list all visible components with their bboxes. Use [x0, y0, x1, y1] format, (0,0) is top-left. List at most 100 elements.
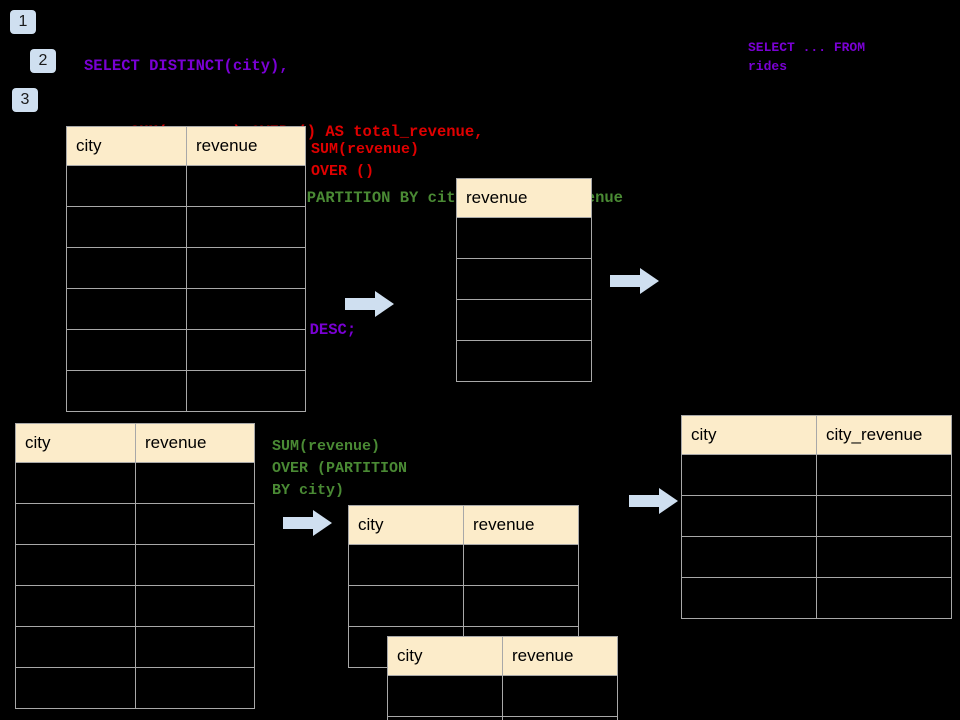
cell-revenue [186, 247, 306, 289]
cell-revenue [186, 206, 306, 248]
table-header-row: revenue [456, 178, 592, 218]
cell-city [15, 626, 136, 668]
partition-group-table-b: city revenue [387, 636, 618, 720]
sql-line-select: SELECT DISTINCT(city), [84, 57, 289, 75]
step-badge-2: 2 [30, 49, 56, 73]
step-badge-3: 3 [12, 88, 38, 112]
column-header-revenue: revenue [463, 505, 579, 545]
cell-revenue [135, 544, 255, 586]
cell-revenue [135, 667, 255, 709]
table-row [15, 626, 255, 668]
cell-city [66, 370, 187, 412]
cell-city [681, 577, 817, 619]
cell-revenue [186, 329, 306, 371]
table-row [66, 247, 306, 289]
cell-revenue [135, 626, 255, 668]
table-row [456, 299, 592, 341]
table-row [66, 165, 306, 207]
cell-city [681, 454, 817, 496]
cell-city [15, 667, 136, 709]
cell-revenue [135, 503, 255, 545]
cell-city [681, 536, 817, 578]
table-row [66, 370, 306, 412]
table-row [681, 454, 952, 496]
column-header-city: city [66, 126, 187, 166]
column-header-revenue: revenue [135, 423, 255, 463]
cell-city [66, 329, 187, 371]
cell-revenue [186, 370, 306, 412]
cell-city [681, 495, 817, 537]
cell-revenue [456, 340, 592, 382]
cell-city [66, 288, 187, 330]
table-row [348, 544, 579, 586]
column-header-city: city [387, 636, 503, 676]
rides-partition-source-table: city revenue [15, 423, 255, 709]
column-header-revenue: revenue [456, 178, 592, 218]
partition-group-table-a: city revenue [348, 505, 579, 668]
column-header-revenue: revenue [186, 126, 306, 166]
column-header-city-revenue: city_revenue [816, 415, 952, 455]
annotation-sum-over-partition: SUM(revenue) OVER (PARTITION BY city) [272, 438, 408, 499]
arrow-partition-to-result-icon [629, 488, 678, 514]
city-revenue-result-table: city city_revenue [681, 415, 952, 619]
cell-city [66, 247, 187, 289]
cell-city-revenue [816, 454, 952, 496]
table-row [456, 217, 592, 259]
table-row [15, 503, 255, 545]
table-header-row: city revenue [15, 423, 255, 463]
table-row [15, 544, 255, 586]
column-header-revenue: revenue [502, 636, 618, 676]
cell-revenue [502, 675, 618, 717]
table-row [66, 329, 306, 371]
table-row [348, 585, 579, 627]
table-header-row: city revenue [348, 505, 579, 545]
annotation-sum-over-empty: SUM(revenue) OVER () [311, 141, 420, 180]
cell-city-revenue [816, 495, 952, 537]
table-row [456, 258, 592, 300]
table-header-row: city city_revenue [681, 415, 952, 455]
table-header-row: city revenue [387, 636, 618, 676]
step-badge-1: 1 [10, 10, 36, 34]
cell-city [387, 675, 503, 717]
table-row [387, 716, 618, 720]
table-row [387, 675, 618, 717]
table-row [456, 340, 592, 382]
cell-revenue [186, 165, 306, 207]
cell-city [15, 503, 136, 545]
table-row [15, 667, 255, 709]
table-row [15, 462, 255, 504]
cell-city [15, 462, 136, 504]
arrow-source-to-total-icon [345, 291, 394, 317]
column-header-city: city [348, 505, 464, 545]
cell-city [15, 544, 136, 586]
total-revenue-table: revenue [456, 178, 592, 382]
cell-revenue [456, 258, 592, 300]
table-row [15, 585, 255, 627]
cell-revenue [456, 217, 592, 259]
cell-city [348, 544, 464, 586]
cell-city [66, 206, 187, 248]
cell-city [348, 585, 464, 627]
cell-revenue [186, 288, 306, 330]
cell-revenue [135, 585, 255, 627]
rides-source-table: city revenue [66, 126, 306, 412]
table-row [681, 495, 952, 537]
cell-revenue [463, 585, 579, 627]
arrow-source-to-partition-icon [283, 510, 332, 536]
annotation-select-from-rides: SELECT ... FROM rides [748, 40, 866, 74]
table-header-row: city revenue [66, 126, 306, 166]
arrow-total-to-result-icon [610, 268, 659, 294]
table-row [66, 288, 306, 330]
cell-revenue [456, 299, 592, 341]
cell-city [66, 165, 187, 207]
cell-city [387, 716, 503, 720]
cell-revenue [502, 716, 618, 720]
table-row [681, 536, 952, 578]
cell-revenue [463, 544, 579, 586]
cell-city-revenue [816, 577, 952, 619]
cell-city-revenue [816, 536, 952, 578]
table-row [681, 577, 952, 619]
table-row [66, 206, 306, 248]
column-header-city: city [681, 415, 817, 455]
